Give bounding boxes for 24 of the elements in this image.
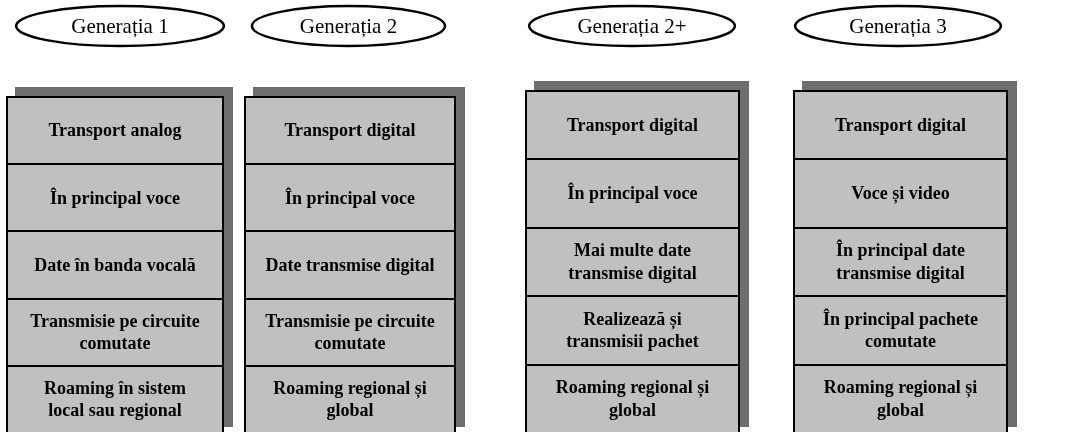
feature-cell: Roaming regional și global: [244, 364, 456, 432]
feature-cell: În principal pachete comutate: [793, 295, 1008, 366]
feature-cell: În principal voce: [525, 158, 740, 229]
generation-ellipse: Generația 3: [793, 4, 1003, 48]
feature-cell: Realizează și transmisii pachet: [525, 295, 740, 366]
feature-cell: Roaming în sistem local sau regional: [6, 364, 224, 432]
feature-cell: Transport digital: [793, 90, 1008, 161]
feature-cell: Transport digital: [525, 90, 740, 161]
feature-cell: Transport analog: [6, 96, 224, 166]
feature-cell: Mai multe date transmise digital: [525, 226, 740, 298]
generation-ellipse: Generația 2: [250, 4, 447, 48]
feature-cell: Roaming regional și global: [525, 363, 740, 432]
generation-ellipse: Generația 2+: [527, 4, 737, 48]
feature-cell: Date în banda vocală: [6, 230, 224, 300]
feature-cell: Date transmise digital: [244, 230, 456, 300]
feature-cell: Transmisie pe circuite comutate: [6, 297, 224, 367]
feature-cell: Transport digital: [244, 96, 456, 166]
feature-cell: Transmisie pe circuite comutate: [244, 297, 456, 367]
feature-cell: În principal voce: [244, 163, 456, 233]
feature-cell: În principal voce: [6, 163, 224, 233]
feature-cell: Voce și video: [793, 158, 1008, 229]
generation-ellipse: Generația 1: [14, 4, 226, 48]
feature-cell: Roaming regional și global: [793, 363, 1008, 432]
feature-cell: În principal date transmise digital: [793, 226, 1008, 298]
